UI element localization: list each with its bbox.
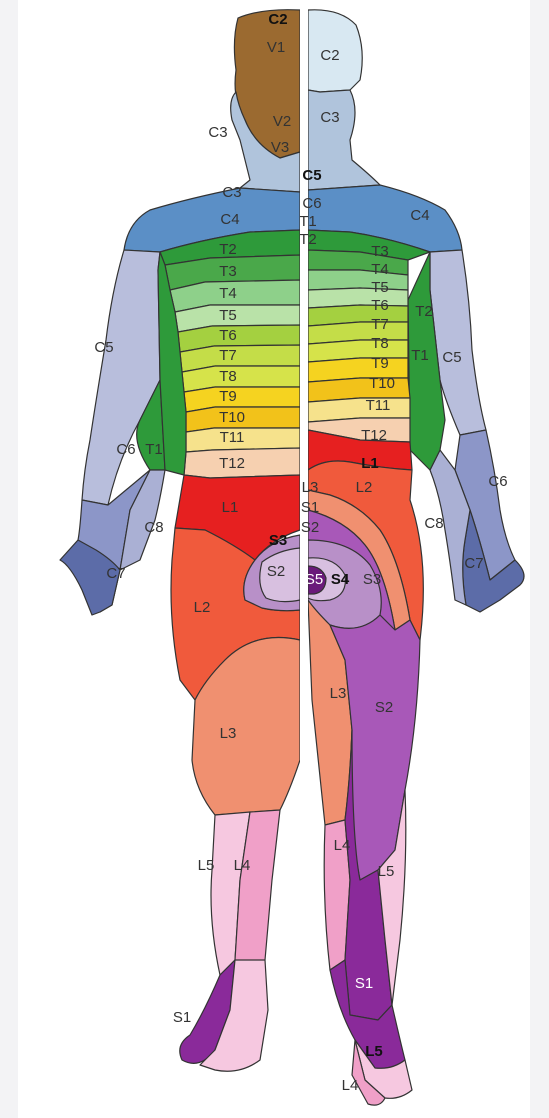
label-c6-arm-right: C6 [488,473,507,490]
label-l5-shin-right: L5 [378,863,395,880]
label-c5-arm-right: C5 [442,349,461,366]
label-t4-left: T4 [219,285,237,302]
label-t8-right: T8 [371,335,389,352]
label-t9-left: T9 [219,388,237,405]
label-t1-arm-left: T1 [145,441,163,458]
label-t12-left: T12 [219,455,245,472]
label-c4-left: C4 [220,211,239,228]
label-s5: S5 [305,571,323,588]
label-t3-right: T3 [371,243,389,260]
label-s2-right-thigh: S2 [375,699,393,716]
label-s3-left: S3 [269,532,287,549]
label-c8-arm-left: C8 [144,519,163,536]
label-t9-right: T9 [371,355,389,372]
label-v2: V2 [273,113,291,130]
label-l4-shin-right: L4 [334,837,351,854]
label-t11-left: T11 [220,429,245,446]
label-t5-left: T5 [219,307,237,324]
t4-back-band [308,270,408,290]
label-l1-right: L1 [361,455,379,472]
label-t11-right: T11 [366,397,391,414]
label-l4-shin-left: L4 [234,857,251,874]
label-t3-left: T3 [219,263,237,280]
label-t12-right: T12 [361,427,387,444]
label-l1-left: L1 [222,499,239,516]
label-c3-chest: C3 [222,184,241,201]
label-v1: V1 [267,39,285,56]
label-s4: S4 [331,571,350,588]
label-t6-right: T6 [371,297,389,314]
label-t7-left: T7 [219,347,237,364]
label-c5-top: C5 [302,167,321,184]
label-t1-chest: T1 [299,213,317,230]
label-c3-neck-right: C3 [320,109,339,126]
label-l3-right-thigh: L3 [330,685,347,702]
label-s1-center: S1 [301,499,319,516]
label-t8-left: T8 [219,368,237,385]
label-t5-right: T5 [371,279,389,296]
label-l3-center: L3 [302,479,319,496]
label-c2-face: C2 [320,47,339,64]
label-c3-neck-left: C3 [208,124,227,141]
label-t4-right: T4 [371,261,389,278]
label-c7-hand-right: C7 [464,555,483,572]
label-t6-left: T6 [219,327,237,344]
label-t7-right: T7 [371,316,389,333]
label-c2-top: C2 [268,11,287,28]
label-l5-shin-left: L5 [198,857,215,874]
label-c4-right: C4 [410,207,429,224]
label-l2-thigh: L2 [194,599,211,616]
label-l4-foot: L4 [342,1077,359,1094]
label-l2-right-hip: L2 [356,479,373,496]
label-l5-foot: L5 [365,1043,383,1060]
label-t2-arm-right: T2 [415,303,433,320]
label-t10-left: T10 [219,409,245,426]
label-c6-shoulder: C6 [302,195,321,212]
label-c5-arm-left: C5 [94,339,113,356]
label-s2-left: S2 [267,563,285,580]
label-c7-hand-left: C7 [106,565,125,582]
label-c6-arm-left: C6 [116,441,135,458]
label-s1-foot-right: S1 [355,975,373,992]
label-v3: V3 [271,139,289,156]
label-t10-right: T10 [369,375,395,392]
label-t2-chest: T2 [299,231,317,248]
label-c8-arm-right: C8 [424,515,443,532]
label-t1-arm-right: T1 [411,347,429,364]
label-t2-left: T2 [219,241,237,258]
label-s2-center: S2 [301,519,319,536]
label-s1-foot-left: S1 [173,1009,191,1026]
label-l3-thigh: L3 [220,725,237,742]
label-s3-right: S3 [363,571,381,588]
